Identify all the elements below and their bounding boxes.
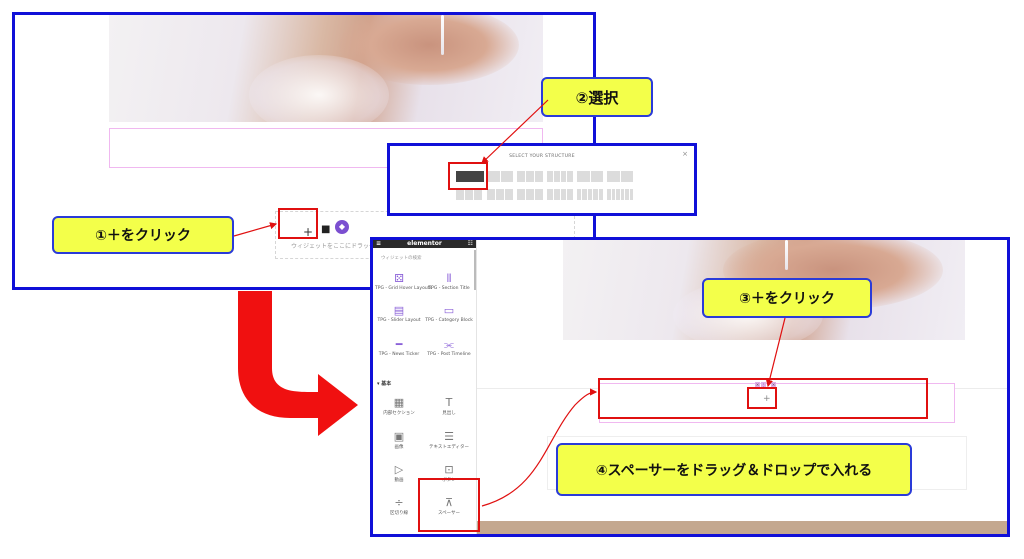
close-icon[interactable]: × bbox=[682, 150, 688, 158]
callout-step4: ④スペーサーをドラッグ＆ドロップで入れる bbox=[556, 443, 912, 496]
heading-icon: T bbox=[445, 396, 453, 409]
divider-icon: ÷ bbox=[394, 496, 404, 509]
structure-option[interactable] bbox=[517, 189, 543, 200]
button-icon: ⊡ bbox=[444, 463, 454, 476]
elementor-panel: ≡ elementor ☷ ウィジェットの検索 ⚄ TPG - Grid Hov… bbox=[373, 240, 477, 534]
structure-option[interactable] bbox=[607, 171, 633, 182]
highlight-structure-1col bbox=[448, 162, 488, 190]
highlight-add-button bbox=[278, 208, 318, 239]
structure-option[interactable] bbox=[456, 189, 482, 200]
select-structure-popup: SELECT YOUR STRUCTURE × bbox=[387, 143, 697, 216]
widget-text-editor[interactable]: ☰ テキストエディター bbox=[425, 430, 473, 450]
callout-step3: ③＋をクリック bbox=[702, 278, 872, 318]
highlight-spacer-widget bbox=[418, 478, 480, 532]
section-basic-label[interactable]: ▾ 基本 bbox=[377, 381, 392, 387]
widget-video[interactable]: ▷ 動画 bbox=[375, 463, 423, 483]
widget-spacer[interactable]: ⊼ スペーサー bbox=[425, 496, 473, 516]
structure-option[interactable] bbox=[577, 171, 603, 182]
grid-icon[interactable]: ☷ bbox=[467, 240, 473, 247]
section-title-icon: ⫴ bbox=[446, 272, 452, 285]
news-ticker-icon: ━ bbox=[395, 338, 403, 351]
widget-image[interactable]: ▣ 画像 bbox=[375, 430, 423, 450]
folder-icon[interactable]: ■ bbox=[321, 224, 331, 235]
section-handle-move[interactable]: ⋮ bbox=[761, 382, 766, 387]
inner-section-icon: ▦ bbox=[393, 396, 405, 409]
structure-option-1col[interactable] bbox=[456, 171, 484, 182]
structure-option[interactable] bbox=[547, 189, 573, 200]
add-section-button[interactable]: + bbox=[303, 225, 314, 239]
hero-image bbox=[109, 15, 543, 122]
empty-section-drop-zone[interactable] bbox=[599, 383, 955, 423]
structure-option[interactable] bbox=[487, 189, 513, 200]
panel-scrollbar[interactable] bbox=[474, 250, 476, 290]
add-widget-button[interactable]: + bbox=[763, 394, 771, 404]
flow-arrow-icon bbox=[238, 291, 358, 436]
template-library-icon[interactable]: ◆ bbox=[335, 220, 349, 234]
slider-layout-icon: ▤ bbox=[393, 304, 405, 317]
widget-section-title[interactable]: ⫴ TPG - Section Title bbox=[425, 272, 473, 291]
widget-grid-hover[interactable]: ⚄ TPG - Grid Hover Layouts bbox=[375, 272, 432, 291]
category-block-icon: ▭ bbox=[443, 304, 455, 317]
structure-option[interactable] bbox=[487, 171, 513, 182]
callout-step2: ②選択 bbox=[541, 77, 653, 117]
popup-title: SELECT YOUR STRUCTURE bbox=[509, 154, 575, 159]
widget-category-block[interactable]: ▭ TPG - Category Block bbox=[425, 304, 473, 323]
menu-icon[interactable]: ≡ bbox=[376, 240, 382, 247]
footer-band bbox=[477, 521, 1007, 534]
widget-inner-section[interactable]: ▦ 内部セクション bbox=[375, 396, 423, 416]
grid-hover-icon: ⚄ bbox=[394, 272, 404, 285]
widget-slider-layout[interactable]: ▤ TPG - Slider Layout bbox=[375, 304, 423, 323]
structure-option[interactable] bbox=[607, 189, 633, 200]
widget-button[interactable]: ⊡ ボタン bbox=[425, 463, 473, 483]
structure-option[interactable] bbox=[517, 171, 543, 182]
drag-hint-text: ウィジェットをここにドラッグ bbox=[291, 243, 376, 250]
callout-step1: ①＋をクリック bbox=[52, 216, 234, 254]
section-handle-left[interactable]: × bbox=[755, 382, 760, 387]
widget-divider[interactable]: ÷ 区切り線 bbox=[375, 496, 423, 516]
post-timeline-icon: ⫘ bbox=[444, 338, 454, 351]
widget-search-input[interactable]: ウィジェットの検索 bbox=[381, 256, 422, 261]
structure-option[interactable] bbox=[577, 189, 604, 200]
panel-header: ≡ elementor ☷ bbox=[373, 240, 476, 248]
structure-option[interactable] bbox=[547, 171, 573, 182]
image-icon: ▣ bbox=[393, 430, 405, 443]
highlight-drop-zone bbox=[598, 378, 928, 419]
text-editor-icon: ☰ bbox=[444, 430, 454, 443]
elementor-logo: elementor bbox=[407, 240, 442, 247]
widget-heading[interactable]: T 見出し bbox=[425, 396, 473, 416]
video-icon: ▷ bbox=[394, 463, 404, 476]
widget-news-ticker[interactable]: ━ TPG - News Ticker bbox=[375, 338, 423, 357]
highlight-add-widget bbox=[747, 387, 777, 409]
widget-post-timeline[interactable]: ⫘ TPG - Post Timeline bbox=[425, 338, 473, 357]
spacer-icon: ⊼ bbox=[444, 496, 454, 509]
